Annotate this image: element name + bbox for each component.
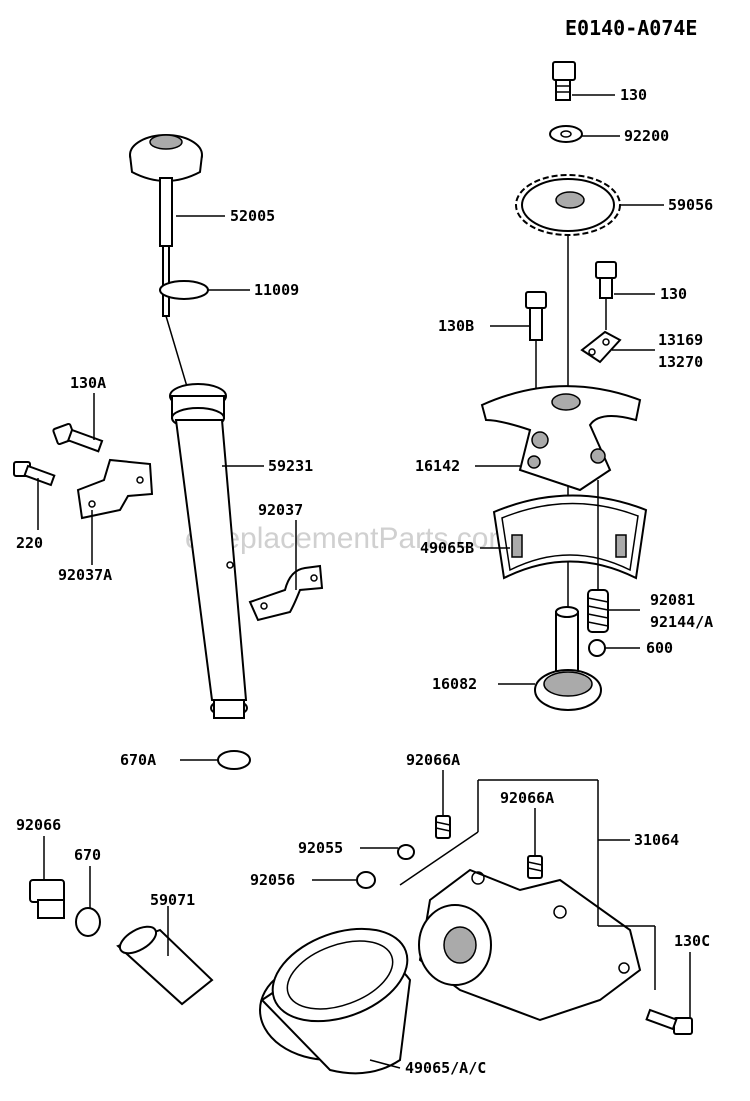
label-220: 220 bbox=[16, 534, 43, 552]
label-59071: 59071 bbox=[150, 891, 195, 909]
watermark: eReplacementParts.com bbox=[185, 522, 513, 555]
oring-92055[interactable] bbox=[397, 844, 415, 860]
oring-11009[interactable] bbox=[159, 280, 209, 300]
bolt-130A[interactable] bbox=[52, 422, 104, 453]
label-59056: 59056 bbox=[668, 196, 713, 214]
label-92066: 92066 bbox=[16, 816, 61, 834]
bolt-130C[interactable] bbox=[645, 1008, 693, 1035]
label-13169: 13169 bbox=[658, 331, 703, 349]
label-49065AC: 49065/A/C bbox=[405, 1059, 486, 1077]
label-92144A: 92144/A bbox=[650, 613, 713, 631]
bolt-130-top[interactable] bbox=[552, 61, 576, 101]
label-11009: 11009 bbox=[254, 281, 299, 299]
label-92066A-1: 92066A bbox=[406, 751, 460, 769]
balancer-16142[interactable] bbox=[480, 385, 642, 492]
washer-92200[interactable] bbox=[549, 125, 583, 143]
gasket-49065B[interactable] bbox=[492, 494, 648, 580]
label-92081: 92081 bbox=[650, 591, 695, 609]
diagram-code: E0140-A074E bbox=[565, 16, 697, 40]
ball-600[interactable] bbox=[588, 639, 606, 657]
pump-31064[interactable] bbox=[418, 868, 642, 1022]
label-130-top: 130 bbox=[620, 86, 647, 104]
bolt-130B[interactable] bbox=[525, 291, 547, 341]
bracket-92037A[interactable] bbox=[76, 458, 154, 520]
plate-13169[interactable] bbox=[580, 330, 622, 364]
spring-92081[interactable] bbox=[587, 589, 609, 633]
spring-92066A-left[interactable] bbox=[435, 815, 451, 839]
label-670: 670 bbox=[74, 846, 101, 864]
label-16082: 16082 bbox=[432, 675, 477, 693]
bolt-220[interactable] bbox=[13, 461, 56, 487]
oring-670[interactable] bbox=[75, 907, 101, 937]
label-49065B: 49065B bbox=[420, 539, 474, 557]
label-92200: 92200 bbox=[624, 127, 669, 145]
spring-92066A-right[interactable] bbox=[527, 855, 543, 879]
label-16142: 16142 bbox=[415, 457, 460, 475]
oil-filter-49065[interactable] bbox=[259, 912, 420, 1075]
label-92056: 92056 bbox=[250, 871, 295, 889]
bracket-92037[interactable] bbox=[248, 564, 324, 622]
label-670A: 670A bbox=[120, 751, 156, 769]
label-92066A-2: 92066A bbox=[500, 789, 554, 807]
label-31064: 31064 bbox=[634, 831, 679, 849]
label-600: 600 bbox=[646, 639, 673, 657]
bolt-130-mid[interactable] bbox=[595, 261, 617, 299]
label-59231: 59231 bbox=[268, 457, 313, 475]
dipstick-cap-52005[interactable] bbox=[129, 134, 203, 317]
rotor-16082[interactable] bbox=[534, 606, 602, 711]
label-130A: 130A bbox=[70, 374, 106, 392]
oring-670A[interactable] bbox=[217, 750, 251, 770]
label-92037: 92037 bbox=[258, 501, 303, 519]
label-13270: 13270 bbox=[658, 353, 703, 371]
tube-59231[interactable] bbox=[169, 383, 248, 719]
gear-59056[interactable] bbox=[515, 174, 621, 236]
label-52005: 52005 bbox=[230, 207, 275, 225]
plug-92066[interactable] bbox=[29, 879, 65, 919]
label-92055: 92055 bbox=[298, 839, 343, 857]
label-130-mid: 130 bbox=[660, 285, 687, 303]
oring-92056[interactable] bbox=[356, 871, 376, 889]
label-130C: 130C bbox=[674, 932, 710, 950]
label-130B: 130B bbox=[438, 317, 474, 335]
nipple-59071[interactable] bbox=[116, 921, 214, 1006]
label-92037A: 92037A bbox=[58, 566, 112, 584]
